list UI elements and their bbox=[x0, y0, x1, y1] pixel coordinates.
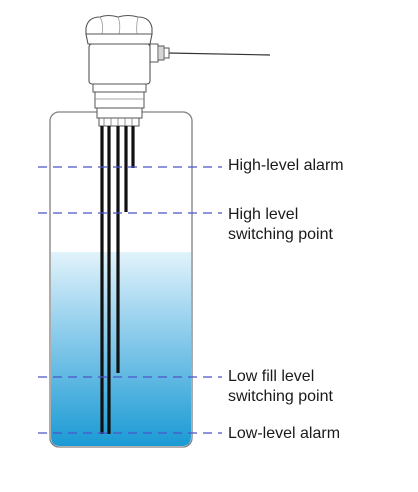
label-low-level-alarm: Low-level alarm bbox=[228, 424, 340, 444]
probe-rods bbox=[100, 126, 135, 434]
level-switch-head-icon bbox=[85, 14, 153, 127]
label-low-switch-line1: Low fill level bbox=[228, 368, 315, 385]
label-high-level-switching-point: High level switching point bbox=[228, 205, 333, 245]
cable-gland-icon bbox=[149, 43, 170, 63]
label-high-level-alarm-text: High-level alarm bbox=[228, 157, 344, 174]
level-lines bbox=[38, 166, 222, 434]
label-high-level-alarm: High-level alarm bbox=[228, 156, 344, 176]
label-low-level-alarm-text: Low-level alarm bbox=[228, 425, 341, 442]
liquid bbox=[51, 252, 191, 446]
cable bbox=[167, 52, 271, 56]
label-low-fill-level-switching-point: Low fill level switching point bbox=[228, 367, 333, 407]
label-high-switch-line2: switching point bbox=[228, 226, 333, 243]
label-high-switch-line1: High level bbox=[228, 206, 299, 223]
label-low-switch-line2: switching point bbox=[228, 388, 333, 405]
